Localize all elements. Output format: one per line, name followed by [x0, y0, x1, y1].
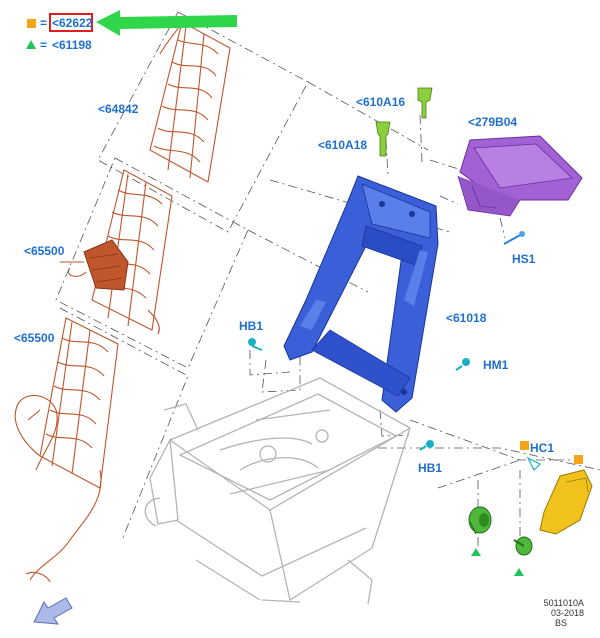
legend-square-part-number[interactable]: <62622: [52, 16, 93, 30]
seat-cushion-frame: [144, 377, 412, 605]
legend-triangle-part-number[interactable]: <61198: [52, 38, 92, 52]
wire-mat-65500-lower: [14, 317, 119, 583]
fastener-hb1-left: [248, 338, 263, 351]
part-label-64842[interactable]: <64842: [98, 102, 139, 116]
highlight-box: [49, 13, 93, 32]
green-arrow-icon: [96, 10, 237, 36]
part-label-hm1[interactable]: HM1: [483, 358, 509, 372]
part-label-hb1-left[interactable]: HB1: [239, 319, 264, 333]
part-label-610A18[interactable]: <610A18: [318, 138, 368, 152]
height-knob: [513, 536, 533, 556]
guide-610A18: [375, 121, 391, 157]
module-279B04: [457, 135, 583, 217]
reference-date: 03-2018: [550, 608, 584, 618]
seat-back-frame: [283, 175, 439, 413]
orange-square-icon: [520, 441, 529, 450]
part-label-65500-lower[interactable]: <65500: [14, 331, 55, 345]
side-shield: [539, 469, 593, 535]
part-label-279B04[interactable]: <279B04: [468, 115, 518, 129]
lumbar-support: [60, 239, 160, 335]
part-label-hs1[interactable]: HS1: [512, 252, 536, 266]
fastener-hm1: [455, 358, 470, 371]
reference-suffix: BS: [554, 618, 567, 628]
part-label-hc1[interactable]: HC1: [530, 441, 555, 455]
legend-equals-triangle: =: [40, 38, 48, 52]
blue-view-arrow-icon: [33, 597, 73, 625]
diagram-reference: 5011010A 03-2018 BS: [524, 598, 584, 628]
part-label-61018[interactable]: <61018: [446, 311, 487, 325]
recliner-knob: [468, 506, 492, 535]
green-triangle-icon: [471, 548, 481, 556]
wire-mat-64842: [149, 21, 231, 183]
part-label-65500-upper[interactable]: <65500: [24, 244, 65, 258]
guide-610A16: [417, 87, 433, 119]
orange-square-icon: [27, 19, 36, 28]
green-triangle-icon: [514, 568, 524, 576]
fastener-hs1: [503, 231, 525, 245]
clip-hc1: [526, 456, 542, 472]
orange-square-icon: [574, 455, 583, 464]
legend-equals-square: =: [40, 16, 48, 30]
part-label-610A16[interactable]: <610A16: [356, 95, 406, 109]
fastener-hb1-right: [419, 440, 434, 451]
green-triangle-icon: [26, 40, 36, 49]
reference-code: 5011010A: [543, 598, 584, 608]
part-label-hb1-right[interactable]: HB1: [418, 461, 443, 475]
